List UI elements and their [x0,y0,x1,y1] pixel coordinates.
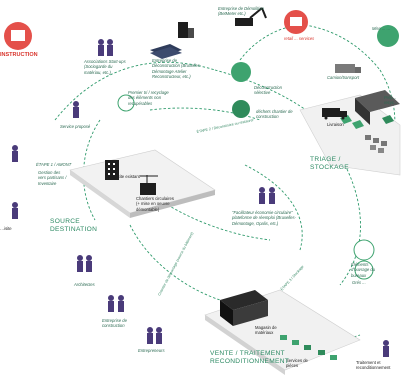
person-icon-left-edge [12,145,18,219]
arc-inner-top [149,107,261,121]
arc-left [83,119,101,221]
left-edge-label: …isite [0,226,12,231]
person-icon-service [73,101,79,118]
reuse-label: Mise ... ... [372,26,391,31]
crane-icon [140,175,158,195]
instruction-label: INSTRUCTION [0,52,38,58]
source-platform-side [130,190,215,218]
arc-inner-right [244,164,303,251]
sorting-bins [365,135,387,153]
source-title: SOURCE DESTINATION [50,218,98,233]
site-label: Site existant [117,174,140,179]
person-icon-associations [98,39,113,56]
person-icon-treatment [383,340,389,357]
arc-center [159,199,271,241]
waste-icon [232,100,250,118]
waste-label: déchets chantier de construction [256,109,293,120]
arc-right [339,164,361,286]
deconstruction-label: Déconstruction sélective [254,85,282,96]
etape-label: ÉTAPE 1 / AMONT [36,162,72,167]
magasin-label: Magasin de matériaux [255,325,277,336]
demolition-firm-label: Entreprise de Déconstruction (Bruxelles-… [152,58,202,79]
treatment-label: Traitement et reconditionnement [356,360,391,371]
retail-services-shape [290,17,302,26]
etape-text: Gestion des vers partisans / Inventaire [38,170,67,186]
vente-platform-edge [205,315,285,375]
person-icon-architects [77,255,92,272]
instruction-building-shape [11,30,25,41]
stack-plates-icon [150,44,182,59]
elements-label: Éléments d'ouvrage du bureaux [351,262,376,278]
existing-building-icon [105,160,119,180]
elements-icon [353,239,375,261]
chantier-label: Chantiers circulaires (+ mise en oeuvre … [136,196,174,212]
warehouse-icon [355,90,400,125]
product-boxes [280,335,337,360]
arc-top-right-3 [304,24,381,71]
clients-label: Entrepreneurs [138,348,165,353]
people-figures [12,39,389,357]
service-pieces-label: Services de pièces [286,358,308,369]
service-label: Service proposé [60,124,91,129]
sorting-circle-icon [117,94,135,112]
reuse-icon [377,25,399,47]
entrepreneurs-label: Entreprise de construction [102,318,127,329]
transport-truck-icon [335,64,361,73]
store-icon [220,290,268,326]
demolition-company-label: Entreprise de Démolition (BetMeter etc.) [218,6,264,17]
triage-title: TRIAGE / STOCKAGE [310,156,349,171]
triage-sub-label: Prép... recyc... [384,95,398,106]
transport-label: Camion/transport [327,75,360,80]
delivery-label: Livraison [327,122,344,127]
grain-icon [354,260,374,280]
arc-left-lower [129,224,221,301]
grain-label: Grés ... [352,280,366,285]
vente-title: VENTE / TRAITEMENT RECONDITIONNEMENT [210,350,290,365]
person-icon-clients [147,327,162,344]
truck-icon [322,108,347,120]
retail-services-label: retail ... services [284,36,315,41]
person-icon-facilitator [259,187,275,204]
inventory-note: Premier tri / recyclage des éléments non… [128,90,169,106]
person-icon-entrepreneurs [108,295,124,312]
demolition-firm-icon [178,22,194,38]
excavator-icon [235,7,267,26]
source-platform-edge [70,170,130,218]
associations-label: Associations Start-ups (Sociogarde du ma… [84,59,126,75]
facilitator-label: "Facilitateur économie circulaire" plate… [232,210,297,226]
deconstruction-icon [231,62,251,82]
architects-label: Architectes [74,282,95,287]
